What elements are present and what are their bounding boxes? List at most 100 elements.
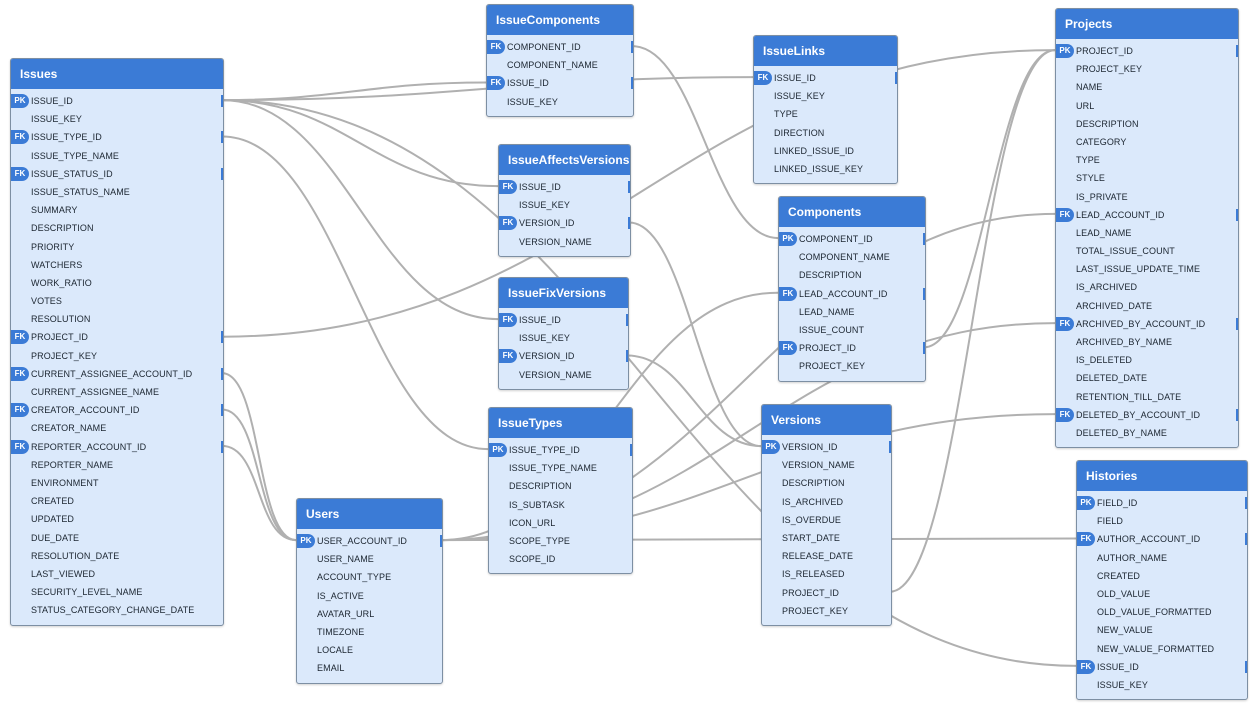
column-row[interactable]: IS_ARCHIVED xyxy=(1056,278,1238,296)
column-row[interactable]: IS_DELETED xyxy=(1056,351,1238,369)
column-row[interactable]: COMPONENT_NAME xyxy=(779,248,925,266)
connector-port[interactable] xyxy=(221,95,223,107)
column-row[interactable]: STYLE xyxy=(1056,169,1238,187)
column-row[interactable]: PROJECT_KEY xyxy=(762,602,891,620)
connector-port[interactable] xyxy=(923,287,925,300)
connector-port[interactable] xyxy=(1236,208,1238,221)
column-row[interactable]: ISSUE_TYPE_NAME xyxy=(11,147,223,165)
connector-port[interactable] xyxy=(1236,45,1238,57)
connector-port[interactable] xyxy=(889,441,891,453)
column-row[interactable]: RESOLUTION_DATE xyxy=(11,547,223,565)
column-row[interactable]: NEW_VALUE_FORMATTED xyxy=(1077,640,1247,658)
column-row[interactable]: ISSUE_KEY xyxy=(487,93,633,111)
column-row[interactable]: CURRENT_ASSIGNEE_NAME xyxy=(11,383,223,401)
column-row[interactable]: PROJECT_ID xyxy=(762,584,891,602)
column-row[interactable]: NEW_VALUE xyxy=(1077,621,1247,639)
table-title[interactable]: IssueAffectsVersions xyxy=(499,145,630,175)
column-row[interactable]: AUTHOR_NAME xyxy=(1077,549,1247,567)
column-row[interactable]: LINKED_ISSUE_ID xyxy=(754,142,897,160)
column-row[interactable]: SECURITY_LEVEL_NAME xyxy=(11,583,223,601)
column-row[interactable]: DESCRIPTION xyxy=(779,266,925,284)
column-row[interactable]: RETENTION_TILL_DATE xyxy=(1056,388,1238,406)
connector-port[interactable] xyxy=(1236,317,1238,330)
column-row[interactable]: ISSUE_KEY xyxy=(499,329,628,347)
column-row[interactable]: URL xyxy=(1056,97,1238,115)
table-title[interactable]: Users xyxy=(297,499,442,529)
table-title[interactable]: IssueTypes xyxy=(489,408,632,438)
column-row[interactable]: DELETED_DATE xyxy=(1056,369,1238,387)
column-row[interactable]: COMPONENT_NAME xyxy=(487,56,633,74)
table-title[interactable]: Histories xyxy=(1077,461,1247,491)
connector-port[interactable] xyxy=(440,535,442,547)
column-row[interactable]: DUE_DATE xyxy=(11,529,223,547)
table-title[interactable]: Issues xyxy=(11,59,223,89)
table-title[interactable]: IssueComponents xyxy=(487,5,633,35)
column-row[interactable]: UPDATED xyxy=(11,510,223,528)
column-row[interactable]: ENVIRONMENT xyxy=(11,474,223,492)
column-row[interactable]: TIMEZONE xyxy=(297,623,442,641)
connector-port[interactable] xyxy=(1245,497,1247,509)
connector-port[interactable] xyxy=(626,314,628,326)
column-row[interactable]: IS_PRIVATE xyxy=(1056,188,1238,206)
column-row[interactable]: ISSUE_COUNT xyxy=(779,321,925,339)
connector-port[interactable] xyxy=(895,72,897,84)
connector-port[interactable] xyxy=(221,131,223,144)
column-row[interactable]: PRIORITY xyxy=(11,238,223,256)
column-row[interactable]: LEAD_NAME xyxy=(779,303,925,321)
column-row[interactable]: CREATED xyxy=(11,492,223,510)
connector-port[interactable] xyxy=(1245,660,1247,673)
column-row[interactable]: ISSUE_KEY xyxy=(499,196,630,214)
column-row[interactable]: ACCOUNT_TYPE xyxy=(297,568,442,586)
column-row[interactable]: WORK_RATIO xyxy=(11,274,223,292)
column-row[interactable]: DESCRIPTION xyxy=(762,474,891,492)
table-title[interactable]: Projects xyxy=(1056,9,1238,39)
connector-port[interactable] xyxy=(221,167,223,180)
column-row[interactable]: CATEGORY xyxy=(1056,133,1238,151)
column-row[interactable]: LAST_VIEWED xyxy=(11,565,223,583)
column-row[interactable]: PROJECT_KEY xyxy=(11,347,223,365)
column-row[interactable]: PROJECT_KEY xyxy=(779,357,925,375)
column-row[interactable]: AVATAR_URL xyxy=(297,605,442,623)
column-row[interactable]: IS_ACTIVE xyxy=(297,587,442,605)
column-row[interactable]: CREATOR_NAME xyxy=(11,419,223,437)
column-row[interactable]: PROJECT_KEY xyxy=(1056,60,1238,78)
connector-port[interactable] xyxy=(221,367,223,380)
column-row[interactable]: SCOPE_ID xyxy=(489,550,632,568)
column-row[interactable]: ISSUE_KEY xyxy=(1077,676,1247,694)
connector-port[interactable] xyxy=(631,41,633,53)
column-row[interactable]: ARCHIVED_DATE xyxy=(1056,297,1238,315)
column-row[interactable]: IS_OVERDUE xyxy=(762,511,891,529)
column-row[interactable]: VERSION_NAME xyxy=(499,366,628,384)
connector-port[interactable] xyxy=(628,217,630,230)
table-title[interactable]: Versions xyxy=(762,405,891,435)
connector-port[interactable] xyxy=(221,331,223,344)
column-row[interactable]: STATUS_CATEGORY_CHANGE_DATE xyxy=(11,601,223,619)
column-row[interactable]: IS_RELEASED xyxy=(762,565,891,583)
column-row[interactable]: IS_ARCHIVED xyxy=(762,493,891,511)
